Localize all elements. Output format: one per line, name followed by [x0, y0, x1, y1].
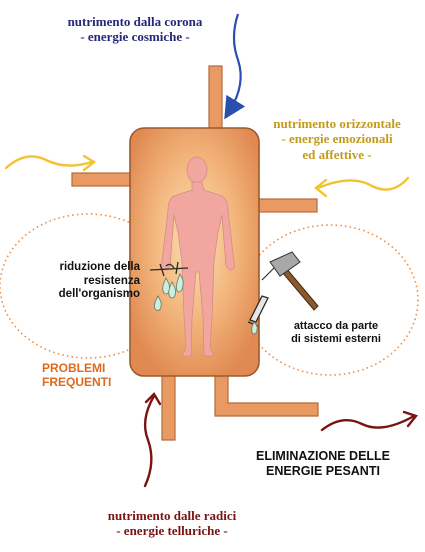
arrow-elimination [320, 410, 419, 432]
label-roots-line1: nutrimento dalle radici [107, 508, 237, 523]
label-attack-line1: attacco da parte [293, 320, 379, 332]
label-elimination-line1: ELIMINAZIONE DELLE [255, 449, 391, 463]
label-resistance-line2: resistenza [83, 274, 140, 287]
human-figure-icon [161, 156, 235, 357]
label-roots-nutrition: nutrimento dalle radici - energie tellur… [72, 508, 272, 539]
pipe-left [71, 172, 139, 187]
dotted-circle-right [241, 224, 419, 376]
label-elimination-line2: ENERGIE PESANTI [266, 463, 380, 478]
hammer-icon [261, 251, 319, 311]
drops-icon [154, 273, 184, 311]
label-problems: PROBLEMI FREQUENTI [42, 361, 122, 389]
label-problems-line1: PROBLEMI [42, 361, 106, 375]
arrow-roots-up [143, 392, 162, 488]
dagger-icon [149, 261, 189, 277]
pipe-right [251, 198, 318, 213]
label-resistance-line3: dell'organismo [58, 288, 140, 301]
label-horizontal-line3: ed affettive - [302, 146, 372, 162]
label-roots-line2: - energie telluriche - [116, 523, 228, 539]
arrow-top [224, 13, 246, 120]
label-crown-nutrition: nutrimento dalla corona - energie cosmic… [40, 14, 230, 45]
pipe-top [208, 65, 223, 137]
label-horizontal-line2: - energie emozionali [281, 131, 393, 147]
label-problems-line2: FREQUENTI [42, 375, 112, 390]
pipe-bottom-left [161, 367, 176, 441]
label-elimination: ELIMINAZIONE DELLE ENERGIE PESANTI [248, 449, 398, 479]
arrow-right-yellow [314, 176, 410, 198]
label-crown-line1: nutrimento dalla corona [67, 14, 203, 29]
label-resistance-line1: riduzione della [59, 261, 140, 273]
drops-right-icon [251, 321, 258, 335]
label-resistance: riduzione della resistenza dell'organism… [28, 261, 140, 302]
label-attack-line2: di sistemi esterni [291, 332, 381, 345]
label-horizontal-line1: nutrimento orizzontale [273, 116, 401, 131]
label-attack: attacco da parte di sistemi esterni [276, 320, 396, 346]
pipes [71, 65, 319, 441]
label-horizontal-nutrition: nutrimento orizzontale - energie emozion… [262, 116, 412, 162]
label-crown-line2: - energie cosmiche - [80, 29, 190, 45]
arrow-left-yellow [4, 154, 97, 172]
